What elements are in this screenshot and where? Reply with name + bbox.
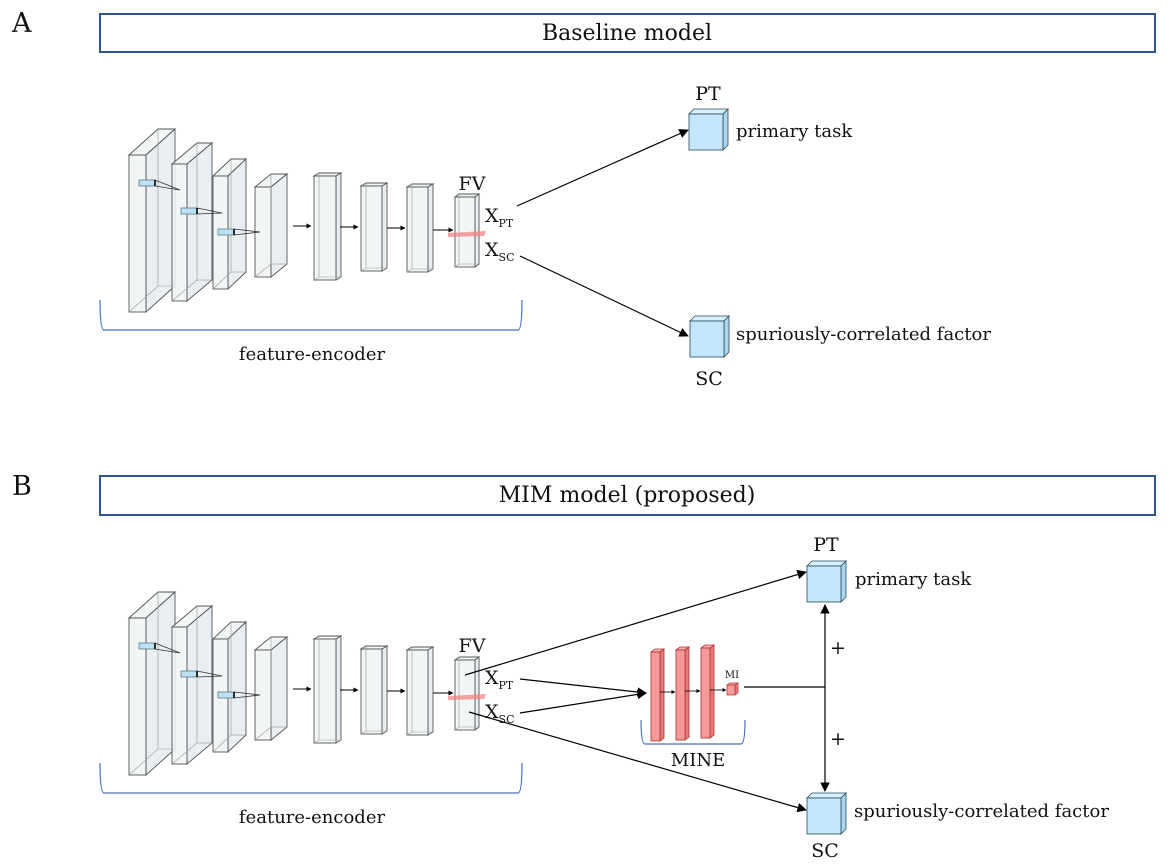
- pt-label-b: PT: [813, 534, 839, 556]
- pt-output-box-b: [806, 560, 847, 603]
- feature-encoder-a: [127, 127, 486, 314]
- kernel-1: [138, 179, 181, 191]
- sc-label-b: SC: [811, 840, 839, 862]
- panel-a: A Baseline model FV XPT XSC feature-enco…: [11, 8, 1156, 390]
- conv-layer-3: [211, 157, 248, 291]
- arrow-fv-to-pt-b: [464, 569, 807, 676]
- mine-network: MI MINE: [640, 644, 746, 771]
- x-pt-label-b: XPT: [485, 667, 514, 692]
- pt-label-a: PT: [695, 83, 721, 105]
- pt-description-a: primary task: [736, 121, 853, 142]
- conv-layer-1: [127, 590, 177, 777]
- encoder-brace-a: [99, 299, 523, 331]
- mine-label: MINE: [671, 750, 725, 771]
- title-box-b: [99, 475, 1156, 516]
- pt-output-box-a: [688, 108, 729, 151]
- sc-label-a: SC: [695, 368, 723, 390]
- fv-label-a: FV: [459, 173, 486, 195]
- x-sc-label-b: XSC: [485, 701, 514, 726]
- arrow-fv-to-pt-a: [516, 129, 689, 207]
- fc-layer-2: [359, 645, 389, 735]
- arrow-xpt-to-mine: [519, 678, 647, 697]
- kernel-2: [180, 670, 223, 678]
- arrow-fv-to-sc-a: [519, 255, 689, 337]
- panel-letter-b: B: [12, 471, 32, 502]
- conv-layer-3: [211, 620, 248, 754]
- feature-vector-layer: [453, 656, 481, 731]
- plus-sign-top: +: [830, 637, 846, 659]
- x-pt-label-a: XPT: [485, 205, 514, 230]
- panel-title-a: Baseline model: [542, 21, 712, 46]
- mine-layer-3: [699, 644, 716, 739]
- conv-layer-2: [170, 605, 214, 765]
- fc-layer-1: [312, 635, 343, 744]
- kernel-3: [217, 691, 261, 699]
- feature-encoder-b: [127, 590, 486, 777]
- panel-letter-a: A: [11, 8, 32, 39]
- sc-output-box-b: [806, 792, 847, 835]
- kernel-2: [180, 207, 223, 215]
- fc-layer-3: [405, 646, 435, 736]
- panel-title-b: MIM model (proposed): [499, 483, 756, 508]
- conv-layer-1: [127, 127, 177, 314]
- encoder-label-a: feature-encoder: [239, 344, 386, 365]
- sc-description-b: spuriously-correlated factor: [854, 801, 1109, 822]
- sc-description-a: spuriously-correlated factor: [736, 324, 991, 345]
- feature-slice: [448, 694, 486, 700]
- fc-layer-2: [359, 182, 389, 272]
- plus-sign-bottom: +: [830, 728, 846, 750]
- encoder-label-b: feature-encoder: [239, 807, 386, 828]
- kernel-1: [138, 642, 181, 654]
- mine-layer-1: [649, 648, 666, 742]
- mine-layer-2: [674, 646, 691, 741]
- fc-layer-3: [405, 183, 435, 273]
- x-sc-label-a: XSC: [485, 239, 514, 264]
- feature-vector-layer: [453, 193, 481, 268]
- encoder-brace-b: [99, 762, 523, 794]
- conv-layer-4: [253, 173, 289, 278]
- sc-output-box-a: [689, 315, 730, 358]
- fc-layer-1: [312, 172, 343, 281]
- mi-output-node: [725, 682, 740, 696]
- kernel-3: [217, 228, 261, 236]
- panel-b: B MIM model (proposed) FV XPT XSC: [12, 471, 1156, 862]
- arrow-fv-to-sc-b: [468, 711, 807, 813]
- mine-brace: [640, 719, 746, 745]
- feature-slice: [448, 231, 486, 237]
- fv-label-b: FV: [459, 635, 486, 657]
- arrow-xsc-to-mine: [519, 689, 647, 714]
- conv-layer-2: [170, 142, 214, 302]
- title-box-a: [99, 13, 1156, 53]
- conv-layer-4: [253, 636, 289, 741]
- pt-description-b: primary task: [855, 569, 972, 590]
- mi-label: MI: [725, 670, 739, 681]
